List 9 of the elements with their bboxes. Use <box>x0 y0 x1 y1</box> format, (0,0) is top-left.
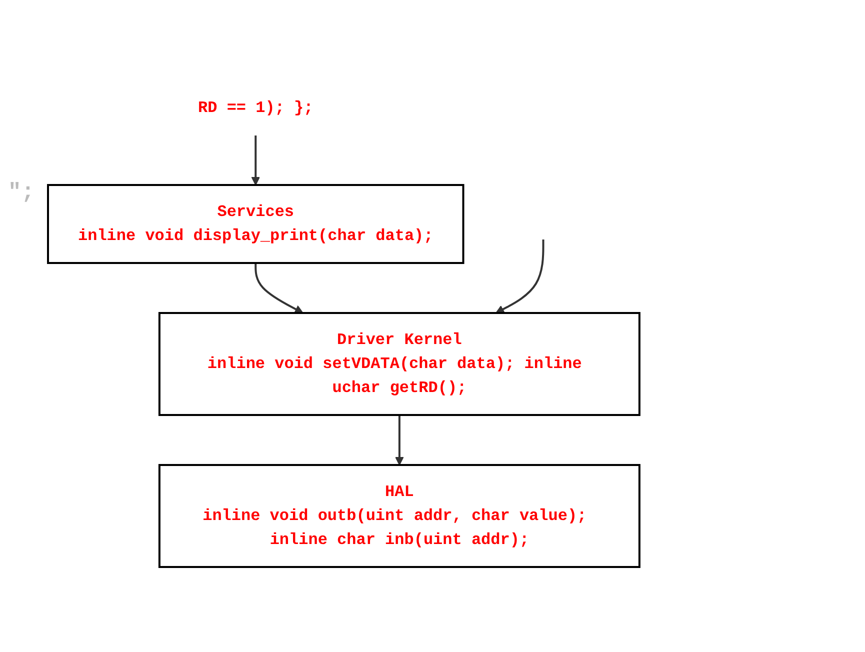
arrow <box>254 263 304 314</box>
node-box: HAL inline void outb(uint addr, char value); inline char inb(uint addr); <box>158 464 640 568</box>
node-box: Driver Kernel inline void setVDATA(char data); inline uchar getRD(); <box>158 312 640 416</box>
arrow <box>251 135 260 186</box>
node-box: Services inline void display_print(char data); <box>47 184 464 264</box>
arrow <box>496 239 544 314</box>
arrow <box>395 415 404 466</box>
node-text: RD == 1); }; <box>198 99 314 118</box>
code-fragment: "; <box>8 180 34 205</box>
